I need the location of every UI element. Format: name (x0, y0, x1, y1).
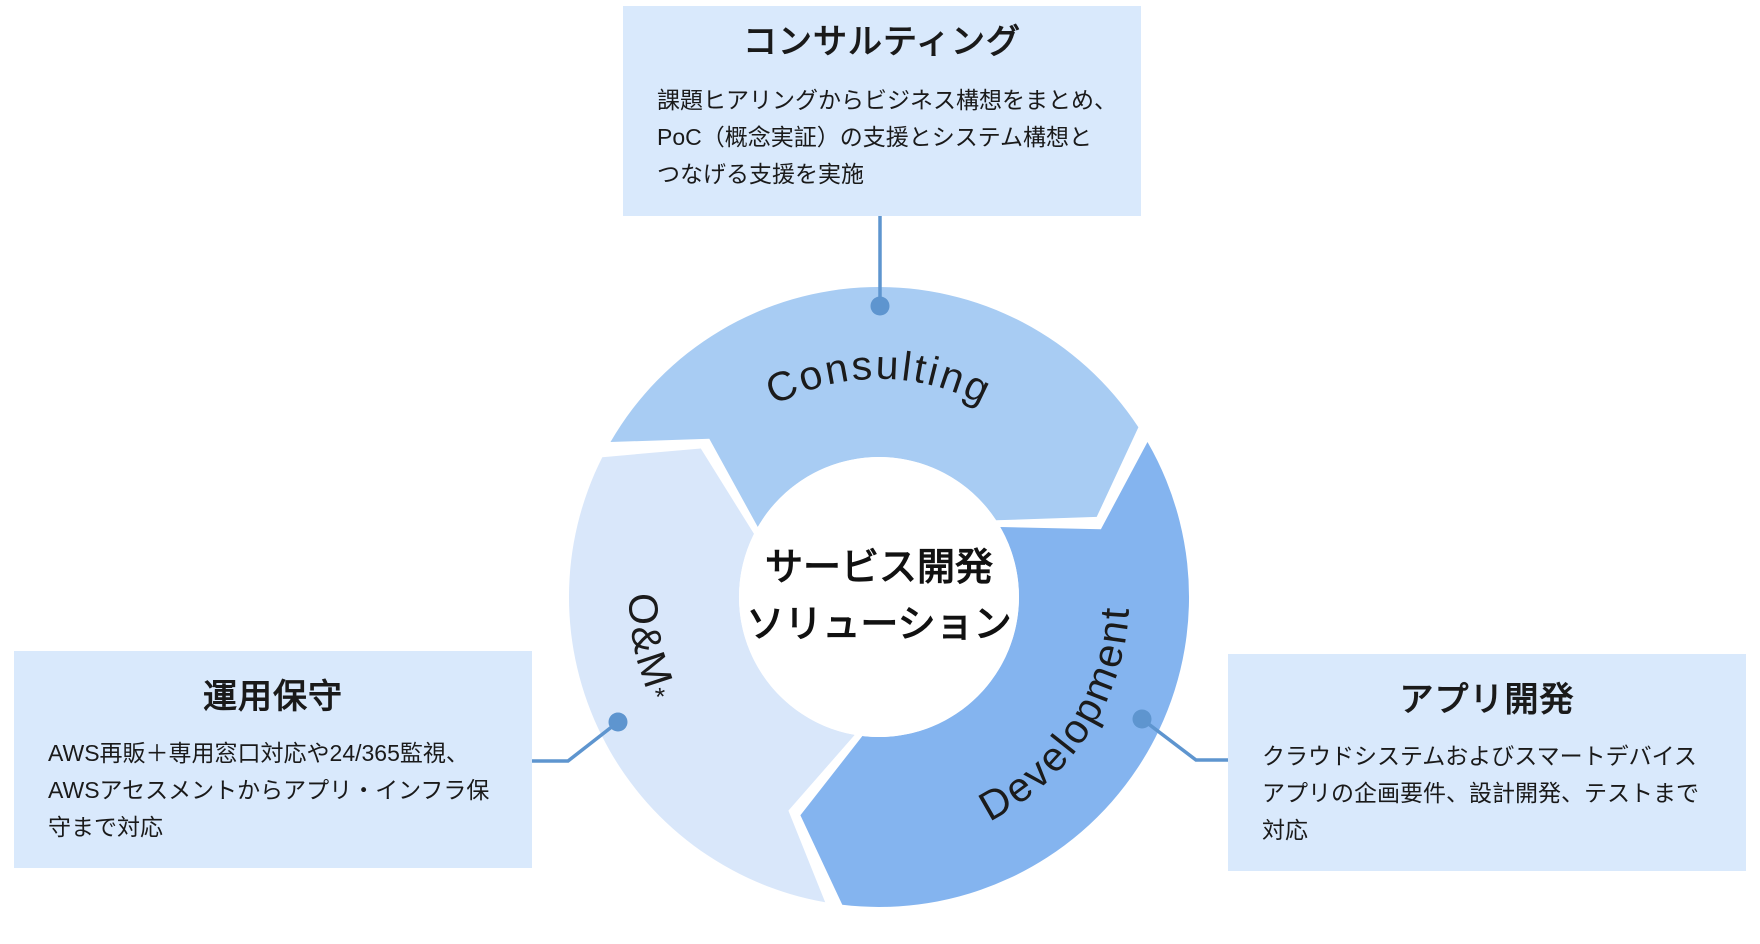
text-line: 守まで対応 (48, 814, 163, 840)
connector-dot-top (870, 296, 890, 316)
segment-arc-consulting (610, 286, 1139, 527)
connector-dot-left (608, 712, 628, 732)
text-line: AWS再販＋専用窓口対応や24/365監視、 (48, 740, 469, 766)
info-box-development-title: アプリ開発 (1399, 681, 1575, 719)
connector-line-left (532, 720, 620, 763)
segment-arc-om (568, 448, 855, 903)
center-circle (739, 457, 1019, 737)
text-line: つなげる支援を実施 (657, 161, 864, 187)
connector-dot-right (1132, 709, 1152, 729)
text-line: PoC（概念実証）の支援とシステム構想と (657, 124, 1093, 150)
text-line: 課題ヒアリングからビジネス構想をまとめ、 (657, 87, 1117, 113)
cycle-segments (568, 286, 1190, 907)
connector-line-right (1140, 717, 1230, 762)
text-line: クラウドシステムおよびスマートデバイス (1262, 743, 1697, 769)
info-box-consulting: コンサルティング 課題ヒアリングからビジネス構想をまとめ、 PoC（概念実証）の… (623, 6, 1141, 216)
text-line: アプリの企画要件、設計開発、テストまで (1262, 780, 1699, 806)
info-box-om-body: AWS再販＋専用窓口対応や24/365監視、 AWSアセスメントからアプリ・イン… (14, 735, 532, 846)
info-box-development-body: クラウドシステムおよびスマートデバイス アプリの企画要件、設計開発、テストまで … (1228, 738, 1746, 849)
info-box-om-title: 運用保守 (203, 678, 343, 716)
info-box-development: アプリ開発 クラウドシステムおよびスマートデバイス アプリの企画要件、設計開発、… (1228, 654, 1746, 871)
connectors (532, 216, 1230, 763)
segment-arc-development (800, 442, 1190, 907)
text-line: AWSアセスメントからアプリ・インフラ保 (48, 777, 490, 803)
text-line: 対応 (1262, 817, 1308, 843)
center-title: サービス開発 ソリューション (679, 540, 1079, 654)
info-box-om: 運用保守 AWS再販＋専用窓口対応や24/365監視、 AWSアセスメントからア… (14, 651, 532, 868)
center-title-line2: ソリューション (746, 604, 1012, 646)
info-box-consulting-body: 課題ヒアリングからビジネス構想をまとめ、 PoC（概念実証）の支援とシステム構想… (623, 82, 1141, 193)
info-box-consulting-title: コンサルティング (743, 23, 1021, 61)
connector-dots (608, 296, 1152, 732)
center-title-line1: サービス開発 (764, 547, 993, 589)
